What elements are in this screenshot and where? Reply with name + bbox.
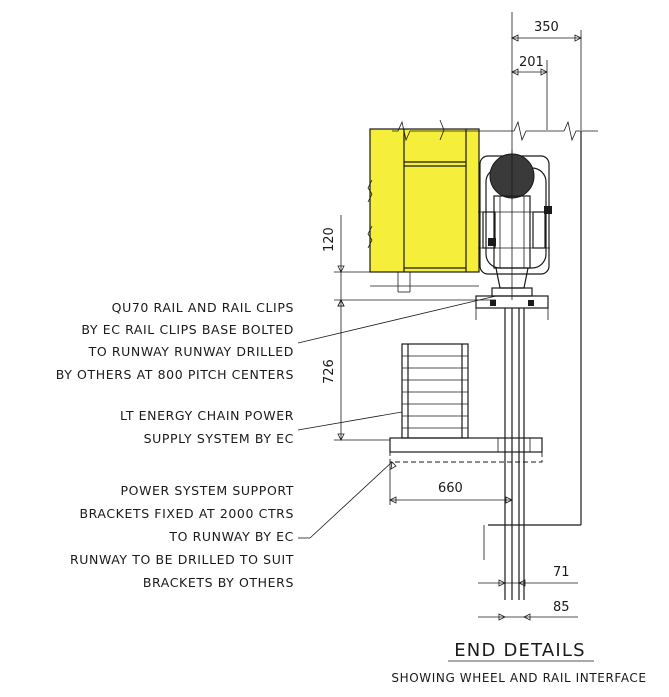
dimension-201: 201	[511, 55, 548, 130]
note-support-brackets-line-4: RUNWAY TO BE DRILLED TO SUIT	[70, 552, 294, 567]
wall-break-line	[392, 120, 598, 142]
dimension-120: 120	[322, 215, 370, 307]
dimension-726: 726	[322, 299, 496, 441]
dimension-660: 660	[389, 462, 513, 505]
note-energy-chain: LT ENERGY CHAIN POWER SUPPLY SYSTEM BY E…	[120, 408, 294, 446]
dimension-85-label: 85	[553, 600, 570, 615]
runway-beam	[367, 119, 480, 293]
note-rail-clips: QU70 RAIL AND RAIL CLIPS BY EC RAIL CLIP…	[56, 300, 294, 382]
note-support-brackets-line-1: POWER SYSTEM SUPPORT	[121, 483, 295, 498]
note-support-brackets: POWER SYSTEM SUPPORT BRACKETS FIXED AT 2…	[70, 483, 295, 590]
dimension-201-label: 201	[519, 55, 544, 70]
wall-column	[483, 131, 582, 560]
note-rail-clips-line-3: TO RUNWAY RUNWAY DRILLED	[88, 344, 294, 359]
dimension-71-label: 71	[553, 565, 570, 580]
drawing-subtitle: SHOWING WHEEL AND RAIL INTERFACE	[391, 671, 646, 685]
note-support-brackets-line-3: TO RUNWAY BY EC	[168, 529, 294, 544]
note-support-brackets-line-2: BRACKETS FIXED AT 2000 CTRS	[79, 506, 294, 521]
dimension-85: 85	[478, 600, 578, 621]
title-block: END DETAILS SHOWING WHEEL AND RAIL INTER…	[391, 640, 646, 685]
dimension-71: 71	[478, 565, 578, 587]
note-rail-clips-line-1: QU70 RAIL AND RAIL CLIPS	[112, 300, 294, 315]
note-rail-clips-line-2: BY EC RAIL CLIPS BASE BOLTED	[81, 322, 294, 337]
note-energy-chain-line-2: SUPPLY SYSTEM BY EC	[144, 431, 294, 446]
dimension-660-label: 660	[438, 481, 463, 496]
energy-chain	[389, 343, 543, 463]
drawing-title: END DETAILS	[454, 640, 586, 661]
note-support-brackets-line-5: BRACKETS BY OTHERS	[143, 575, 294, 590]
vertical-hanger	[504, 308, 525, 600]
dimension-120-label: 120	[322, 227, 337, 252]
dimension-350-label: 350	[534, 20, 559, 35]
dimension-726-label: 726	[322, 359, 337, 384]
note-rail-clips-line-4: BY OTHERS AT 800 PITCH CENTERS	[56, 367, 294, 382]
leader-lines	[297, 295, 497, 539]
end-truck-assembly	[478, 150, 552, 289]
note-energy-chain-line-1: LT ENERGY CHAIN POWER	[120, 408, 294, 423]
